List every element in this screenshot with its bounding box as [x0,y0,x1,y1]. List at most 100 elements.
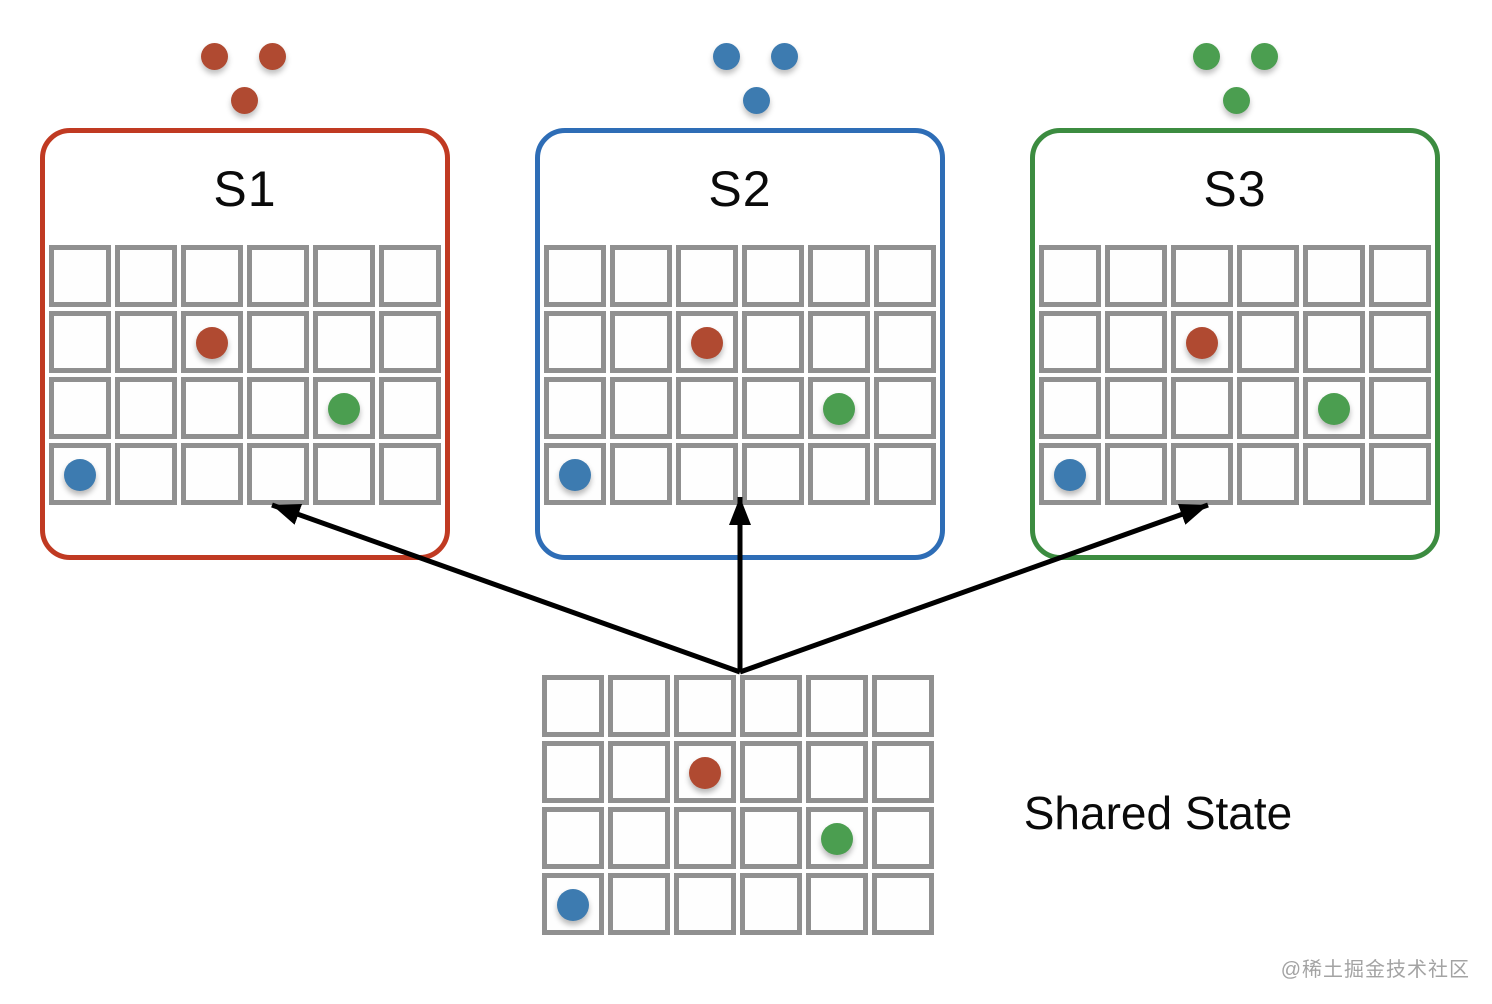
red-token-dot [1186,327,1218,359]
grid-cell [1369,245,1431,307]
grid-cell [247,245,309,307]
grid-cell [1105,377,1167,439]
grid-cell [740,675,802,737]
grid-cell [872,807,934,869]
grid-cell [1039,245,1101,307]
grid-cell [1237,311,1299,373]
shared-state-grid [542,675,934,935]
grid-cell [1303,245,1365,307]
grid-cell [674,873,736,935]
grid-cell [1369,443,1431,505]
blue-cluster-dot [712,42,740,70]
grid-cell [313,443,375,505]
grid-cell [676,377,738,439]
grid-cell [676,311,738,373]
blue-token-dot [1054,459,1086,491]
grid-cell [806,873,868,935]
grid-cell [1171,245,1233,307]
grid-cell [313,245,375,307]
blue-token-dot [559,459,591,491]
grid-cell [1039,311,1101,373]
grid-cell [1303,311,1365,373]
grid-cell [872,741,934,803]
state-grid-s1 [49,245,441,505]
grid-cell [542,741,604,803]
grid-cell [740,873,802,935]
green-cluster-dot [1192,42,1220,70]
grid-cell [1237,245,1299,307]
grid-cell [313,377,375,439]
grid-cell [610,443,672,505]
grid-cell [542,675,604,737]
grid-cell [874,443,936,505]
grid-cell [676,443,738,505]
blue-token-dot [557,889,589,921]
grid-cell [806,741,868,803]
grid-cell [808,377,870,439]
grid-cell [49,311,111,373]
snapshot-box-s2: S2 [535,128,945,560]
shared-state-grid-wrap [542,675,934,935]
grid-cell [1237,377,1299,439]
grid-cell [806,807,868,869]
box-title-s3: S3 [1203,161,1267,217]
grid-cell [247,311,309,373]
box-title-s2: S2 [708,161,772,217]
grid-cell [674,675,736,737]
grid-cell [1369,377,1431,439]
blue-token-dot [64,459,96,491]
green-token-dot [1318,393,1350,425]
grid-cell [608,807,670,869]
red-cluster-dot [230,86,258,114]
grid-cell [1303,443,1365,505]
watermark-text: @稀土掘金技术社区 [1280,959,1470,981]
grid-cell [247,377,309,439]
grid-cell [544,377,606,439]
grid-cell [115,377,177,439]
blue-cluster-dot [742,86,770,114]
grid-cell [181,377,243,439]
state-grid-s2 [544,245,936,505]
grid-cell [742,443,804,505]
red-cluster-dot [200,42,228,70]
grid-cell [674,741,736,803]
red-token-dot [689,757,721,789]
grid-cell [379,443,441,505]
grid-cell [313,311,375,373]
grid-cell [872,675,934,737]
grid-cell [1039,377,1101,439]
grid-cell [874,311,936,373]
red-token-dot [691,327,723,359]
grid-cell [874,377,936,439]
grid-cell [740,807,802,869]
grid-cell [542,873,604,935]
green-token-dot [328,393,360,425]
grid-cell [379,311,441,373]
grid-cell [49,245,111,307]
grid-cell [49,377,111,439]
grid-cell [806,675,868,737]
grid-cell [872,873,934,935]
grid-cell [379,377,441,439]
grid-cell [610,377,672,439]
grid-cell [181,311,243,373]
grid-cell [1105,443,1167,505]
grid-cell [1105,245,1167,307]
grid-cell [1105,311,1167,373]
blue-cluster-dot [770,42,798,70]
grid-cell [742,311,804,373]
grid-cell [608,675,670,737]
grid-cell [674,807,736,869]
grid-cell [544,443,606,505]
grid-cell [608,741,670,803]
grid-cell [544,245,606,307]
green-token-dot [823,393,855,425]
grid-cell [49,443,111,505]
grid-cell [808,245,870,307]
grid-cell [115,443,177,505]
grid-cell [808,311,870,373]
grid-cell [1237,443,1299,505]
grid-cell [1171,311,1233,373]
green-cluster-dot [1250,42,1278,70]
